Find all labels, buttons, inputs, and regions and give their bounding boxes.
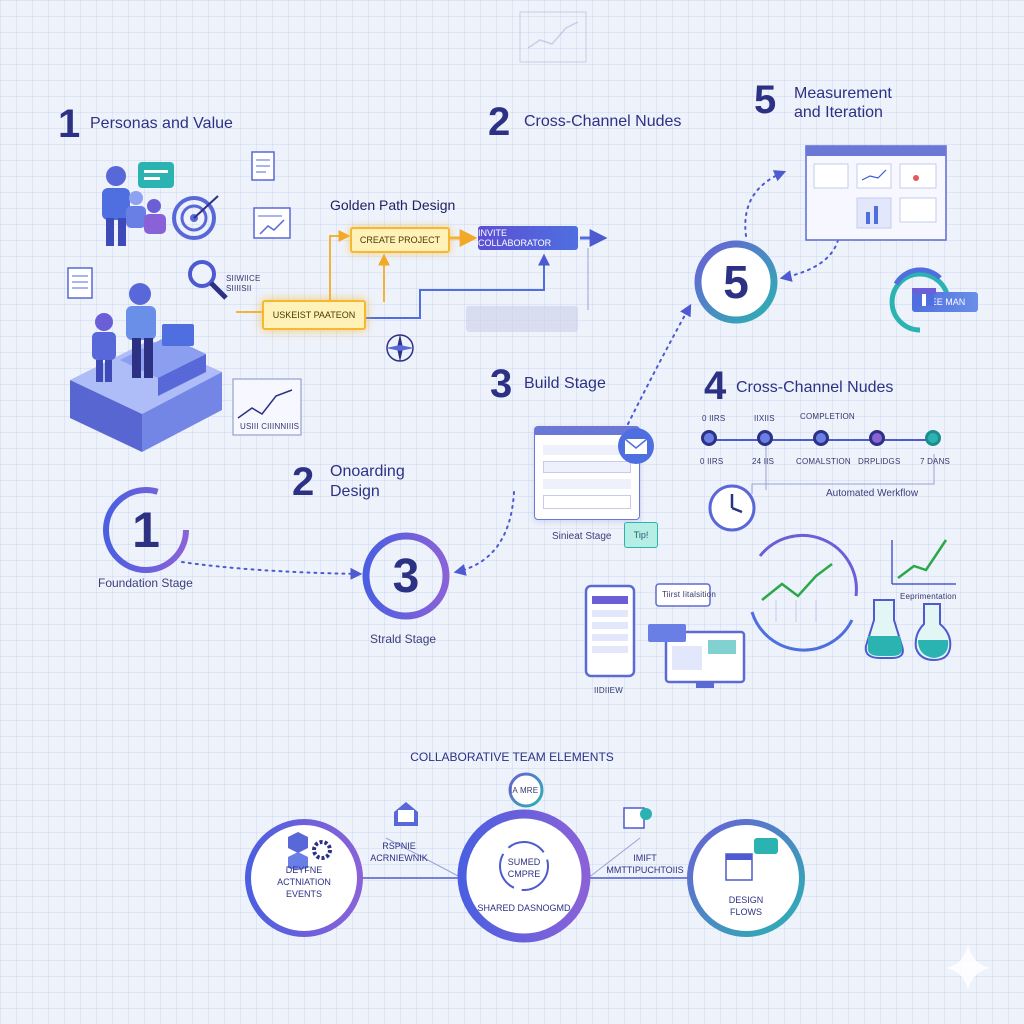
line-chart-icon (232, 378, 302, 436)
golden-path-connectors (236, 229, 608, 319)
stage3-number: 3 (392, 550, 420, 603)
envelope-icon (394, 802, 418, 826)
sparkle-icon (946, 944, 990, 990)
personas-title: Personas and Value (90, 115, 233, 132)
document-icon (251, 151, 275, 181)
foundation-label: Foundation Stage (98, 576, 193, 590)
team-top-badge: IA MRE (510, 786, 539, 795)
stage5-number: 5 (723, 256, 749, 308)
onboarding-title-line2: Design (330, 483, 380, 500)
clock-icon (708, 484, 756, 532)
cross-channel-mid-title: Cross-Channel Nudes (736, 379, 894, 396)
calendar-check-icon (623, 807, 652, 829)
dashboard-window (805, 145, 947, 241)
build-card-caption: Sinieat Stage (552, 531, 612, 542)
invite-collaborator-step: INVITE COLLABORATOR (478, 226, 578, 250)
ghost-card (466, 306, 578, 332)
devices-label: IIDIIEW (594, 686, 623, 695)
timeline-node-5 (925, 430, 941, 446)
timeline-node-3 (813, 430, 829, 446)
timeline-bottom-0: 0 IIRS (700, 457, 724, 466)
stage3-ring (362, 532, 450, 620)
faint-chart-icon (519, 11, 587, 63)
report-icon (253, 207, 291, 239)
foundation-ring (103, 487, 189, 573)
team-right-circle-text: DESIGN FLOWS (728, 895, 764, 917)
team-on-platform-icon (92, 283, 194, 382)
compass-icon (386, 334, 414, 362)
measurement-number: 5 (754, 78, 777, 122)
growth-cycle-icon (750, 533, 858, 652)
cubes-gears-icon (288, 832, 332, 870)
timeline-bottom-4: 7 DANS (920, 457, 951, 466)
device-bubble-text: Tiirst Iitalsition (662, 590, 716, 599)
timeline-top-0: 0 IIRS (702, 414, 726, 423)
team-left-circle-text: DEYFNE ACTNIATION EVENTS (277, 865, 331, 899)
onboarding-number: 2 (292, 460, 315, 504)
cross-channel-top-number: 2 (488, 100, 511, 144)
timeline-node-2 (757, 430, 773, 446)
experimentation-label: Eeprimentation (900, 592, 957, 601)
onboarding-title-line1: Onoarding (330, 463, 405, 480)
timeline-top-2: COMPLETION (800, 412, 855, 421)
personas-number: 1 (58, 102, 81, 146)
team-right-link-text: IMIFT MMTTIPUCHTOIIS (606, 853, 684, 875)
search-caption: SIIWIICE SIIIISII (226, 274, 261, 293)
golden-path-title: Golden Path Design (330, 197, 456, 213)
magnifier-icon (188, 260, 228, 300)
team-heading: COLLABORATIVE TEAM ELEMENTS (410, 750, 614, 764)
cross-channel-mid-number: 4 (704, 364, 727, 408)
stage3-label: Strald Stage (370, 632, 437, 646)
gift-icon (912, 288, 936, 306)
timeline-bottom-1: 24 IIS (752, 457, 775, 466)
chart-caption: USIII CIIINNIIIS (240, 422, 300, 431)
timeline-node-1 (701, 430, 717, 446)
measurement-title-line2: and Iteration (794, 104, 883, 121)
timeline-bottom-3: DRPLIDGS (858, 457, 901, 466)
cross-channel-top-title: Cross-Channel Nudes (524, 113, 682, 130)
timeline-bottom-2: COMALSTION (796, 457, 851, 466)
build-number: 3 (490, 362, 513, 406)
persona-group-icon (102, 162, 174, 246)
create-project-step: CREATE PROJECT (350, 227, 450, 253)
flask-icons (864, 599, 952, 662)
target-icon (172, 195, 219, 240)
calendar-chat-icon (725, 838, 778, 881)
user-pattern-step: USKEIST PAATEON (262, 300, 366, 330)
team-left-link-text: RSPNIE ACRNIEWNIK (370, 841, 428, 863)
device-mockups (584, 583, 746, 688)
timeline-top-1: IIXIIS (754, 414, 775, 423)
team-center-label: SHARED DASNOGMD (477, 903, 571, 913)
stage5-ring (694, 240, 778, 324)
measurement-title-line1: Measurement (794, 85, 892, 102)
workflow-label: Automated Werkflow (826, 488, 919, 499)
tip-badge: Tip! (624, 522, 658, 548)
team-center-inner-text: SUMED CMPRE (507, 857, 541, 879)
foundation-number: 1 (132, 502, 160, 558)
notes-icon (67, 267, 93, 299)
timeline-node-4 (869, 430, 885, 446)
mail-icon (618, 428, 654, 464)
build-title: Build Stage (524, 375, 606, 392)
refresh-cycle-icon (889, 267, 951, 333)
stage-connectors (181, 170, 839, 580)
experiment-chart-icon (891, 539, 956, 585)
